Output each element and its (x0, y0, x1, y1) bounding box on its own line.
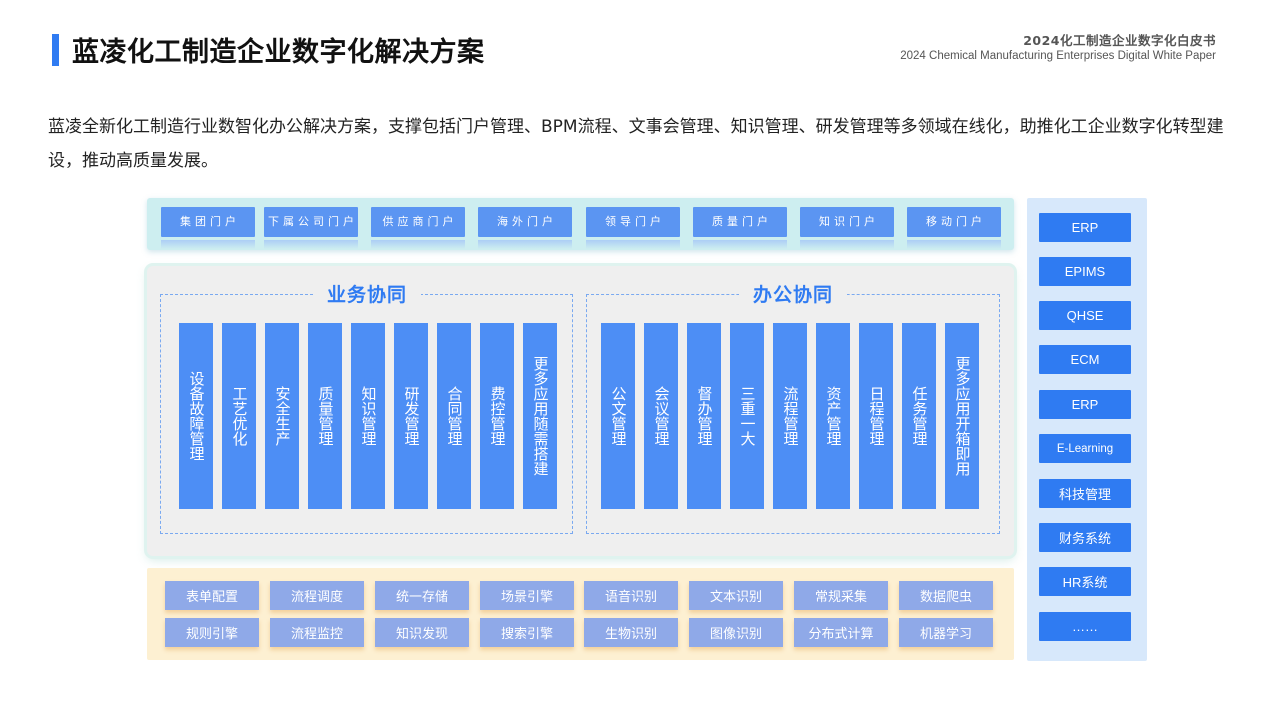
system-item: …… (1039, 612, 1131, 641)
whitepaper-title-en: 2024 Chemical Manufacturing Enterprises … (900, 50, 1216, 62)
engine-item: 知识发现 (375, 618, 469, 647)
system-item: ECM (1039, 345, 1131, 374)
engine-item: 规则引擎 (165, 618, 259, 647)
system-item: E-Learning (1039, 434, 1131, 463)
title-accent-bar (52, 34, 59, 66)
engine-item: 表单配置 (165, 581, 259, 610)
office-app-column: 资产管理 (816, 323, 850, 509)
system-item: HR系统 (1039, 567, 1131, 596)
office-app-column: 会议管理 (644, 323, 678, 509)
whitepaper-header: 2024化工制造企业数字化白皮书 2024 Chemical Manufactu… (900, 30, 1216, 62)
business-app-column: 研发管理 (394, 323, 428, 509)
system-item: 科技管理 (1039, 479, 1131, 508)
engine-item: 场景引擎 (480, 581, 574, 610)
system-item: 财务系统 (1039, 523, 1131, 552)
office-app-column: 更多应用开箱即用 (945, 323, 979, 509)
business-app-column: 知识管理 (351, 323, 385, 509)
business-app-column: 安全生产 (265, 323, 299, 509)
engine-item: 语音识别 (584, 581, 678, 610)
portal-item: 质量门户 (693, 207, 787, 249)
office-app-column: 公文管理 (601, 323, 635, 509)
engine-item: 流程调度 (270, 581, 364, 610)
engine-item: 数据爬虫 (899, 581, 993, 610)
system-item: ERP (1039, 390, 1131, 419)
business-app-column: 更多应用随需搭建 (523, 323, 557, 509)
business-app-column: 合同管理 (437, 323, 471, 509)
engine-item: 搜索引擎 (480, 618, 574, 647)
office-group-title: 办公协同 (739, 280, 848, 307)
business-app-column: 工艺优化 (222, 323, 256, 509)
engine-item: 流程监控 (270, 618, 364, 647)
portal-item: 知识门户 (800, 207, 894, 249)
portal-item: 集团门户 (161, 207, 255, 249)
engine-item: 文本识别 (689, 581, 783, 610)
portal-item: 海外门户 (478, 207, 572, 249)
engine-item: 图像识别 (689, 618, 783, 647)
system-item: EPIMS (1039, 257, 1131, 286)
business-group-title: 业务协同 (313, 280, 422, 307)
system-item: QHSE (1039, 301, 1131, 330)
portal-item: 领导门户 (586, 207, 680, 249)
whitepaper-title-cn: 2024化工制造企业数字化白皮书 (1023, 33, 1216, 48)
business-app-column: 设备故障管理 (179, 323, 213, 509)
business-app-column: 费控管理 (480, 323, 514, 509)
business-app-column: 质量管理 (308, 323, 342, 509)
system-item: ERP (1039, 213, 1131, 242)
engine-item: 统一存储 (375, 581, 469, 610)
portal-item: 移动门户 (907, 207, 1001, 249)
office-app-column: 日程管理 (859, 323, 893, 509)
office-app-column: 督办管理 (687, 323, 721, 509)
engine-item: 分布式计算 (794, 618, 888, 647)
page-title: 蓝凌化工制造企业数字化解决方案 (72, 37, 485, 68)
office-app-column: 任务管理 (902, 323, 936, 509)
portal-item: 下属公司门户 (264, 207, 358, 249)
portal-item: 供应商门户 (371, 207, 465, 249)
office-app-column: 三重一大 (730, 323, 764, 509)
engine-item: 常规采集 (794, 581, 888, 610)
intro-paragraph: 蓝凌全新化工制造行业数智化办公解决方案，支撑包括门户管理、BPM流程、文事会管理… (48, 117, 1224, 171)
office-app-column: 流程管理 (773, 323, 807, 509)
engine-item: 生物识别 (584, 618, 678, 647)
engine-item: 机器学习 (899, 618, 993, 647)
